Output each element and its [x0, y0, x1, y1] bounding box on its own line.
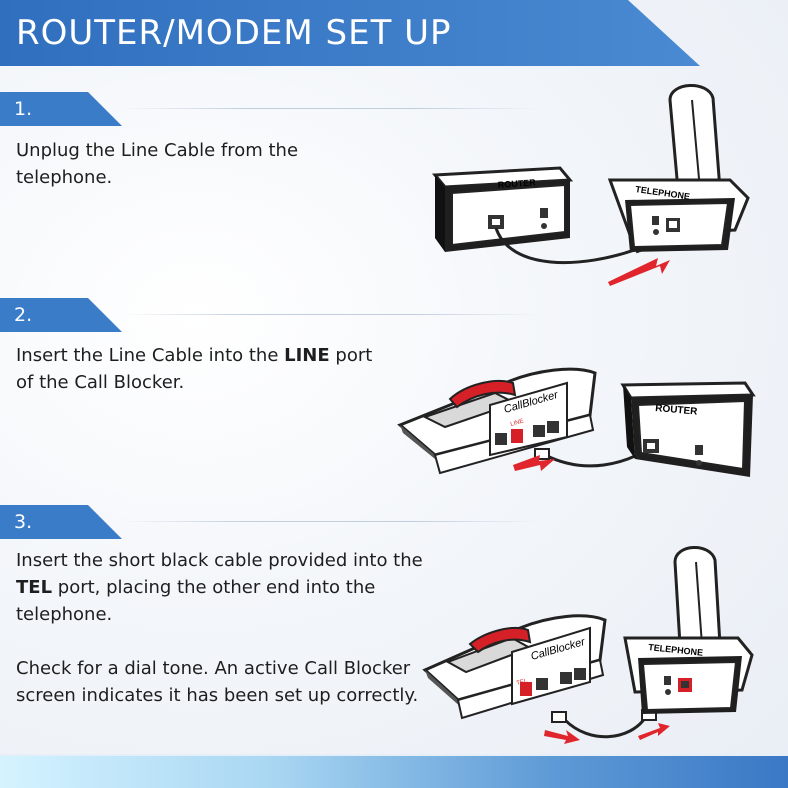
telephone-device: TELEPHONE — [623, 546, 754, 714]
router-device: ROUTER — [620, 381, 756, 477]
step-1-number: 1. — [14, 98, 33, 120]
divider — [120, 521, 540, 522]
divider — [120, 314, 540, 315]
divider — [120, 108, 540, 109]
step-3-number: 3. — [14, 511, 33, 533]
step-2-instruction: Insert the Line Cable into the LINE port… — [16, 342, 376, 396]
step-1-instruction: Unplug the Line Cable from the telephone… — [16, 140, 299, 188]
step-3-note: Check for a dial tone. An active Call Bl… — [16, 658, 419, 706]
step-3-illustration: CallBlocker TEL TELEPHONE — [422, 546, 754, 744]
line-port-label: LINE — [510, 418, 524, 427]
step-1-illustration: ROUTER TELEPHONE — [431, 84, 750, 286]
step-2-line-port-text: LINE — [284, 345, 330, 366]
telephone-device: TELEPHONE — [607, 84, 750, 252]
page-title: ROUTER/MODEM SET UP — [16, 13, 452, 53]
router-label: ROUTER — [655, 403, 699, 418]
router-device: ROUTER — [431, 166, 574, 252]
step-3-tab — [0, 505, 122, 539]
step-3-tel-port-text: TEL — [16, 577, 53, 598]
step-2-illustration: CallBlocker LINE ROUTER — [397, 367, 756, 477]
step-3-instruction: Insert the short black cable provided in… — [16, 547, 426, 628]
step-2-text-after: port of the Call Blocker. — [16, 345, 373, 393]
footer-divider — [0, 754, 788, 756]
call-blocker-device: CallBlocker TEL — [422, 614, 607, 720]
step-3-text-after: port, placing the other end into the tel… — [16, 577, 376, 625]
step-2-number: 2. — [14, 304, 33, 326]
step-2-text-before: Insert the Line Cable into the — [16, 345, 285, 366]
header-banner — [0, 0, 700, 66]
step-3-text-before: Insert the short black cable provided in… — [16, 550, 423, 571]
call-blocker-device: CallBlocker LINE — [397, 367, 597, 475]
step-1-tab — [0, 92, 122, 126]
router-label: ROUTER — [497, 177, 536, 190]
footer-bar — [0, 756, 788, 788]
step-2-tab — [0, 298, 122, 332]
